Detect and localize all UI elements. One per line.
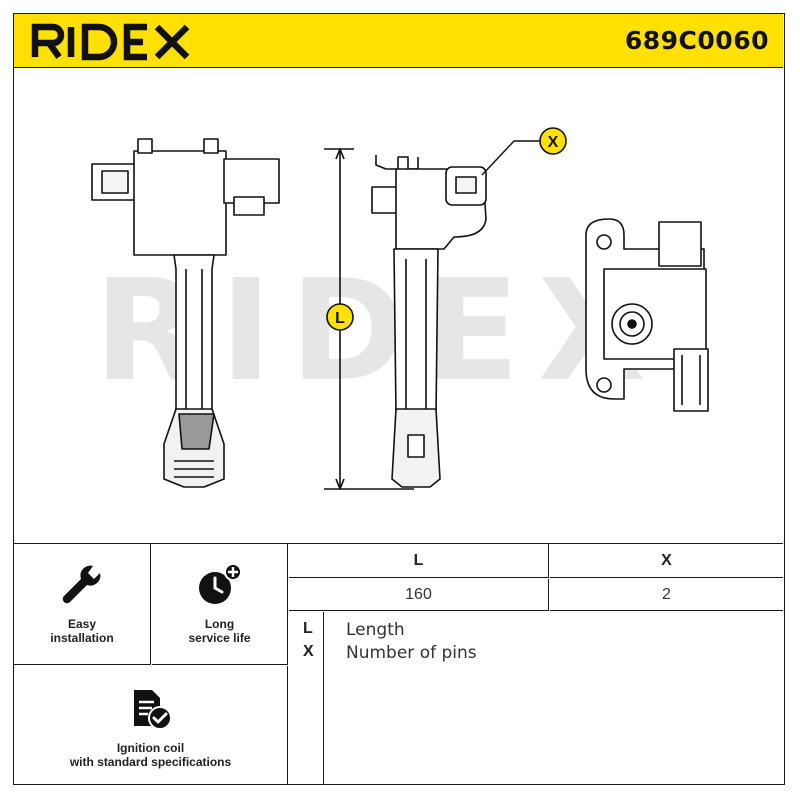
spec-header-L-text: L xyxy=(413,552,424,569)
coil-front-view xyxy=(91,138,280,488)
feature-label-line1: Easy xyxy=(67,617,97,631)
legend-text-pins: Number of pins xyxy=(346,643,477,663)
svg-text:X: X xyxy=(548,134,559,151)
spec-header-L: L xyxy=(289,544,549,578)
clock-plus-icon xyxy=(198,563,242,604)
feature-long-service-life: Long service life xyxy=(152,544,288,665)
info-grid: Easy installation Long service life Igni… xyxy=(14,543,783,785)
spec-value-X-text: 2 xyxy=(662,586,671,603)
legend: L Length X Number of pins xyxy=(289,612,783,785)
header-bar: 689C0060 xyxy=(14,14,783,68)
part-number: 689C0060 xyxy=(624,26,769,55)
legend-divider xyxy=(323,612,324,785)
product-sheet: 689C0060 RIDEX xyxy=(13,13,785,785)
spec-value-L: 160 xyxy=(289,579,549,611)
feature-label-line2: service life xyxy=(188,631,251,645)
spec-value-X: 2 xyxy=(550,579,783,611)
feature-label-line2: installation xyxy=(50,631,114,645)
legend-text-length: Length xyxy=(346,620,405,640)
legend-key-X: X xyxy=(303,643,314,660)
ridex-logo-mark xyxy=(31,23,190,61)
feature-standard-specifications: Ignition coil with standard specificatio… xyxy=(14,666,288,785)
spec-value-L-text: 160 xyxy=(405,586,432,603)
feature-label-line2: with standard specifications xyxy=(69,755,232,769)
wrench-icon xyxy=(62,565,101,604)
feature-label-line1: Ignition coil xyxy=(116,741,185,755)
coil-side-view xyxy=(371,155,487,488)
technical-drawing: RIDEX xyxy=(91,127,709,490)
spec-header-X-text: X xyxy=(661,552,672,569)
connector-callout-X: X xyxy=(481,127,567,176)
feature-easy-installation: Easy installation xyxy=(14,544,151,665)
legend-key-L: L xyxy=(303,620,313,637)
feature-label-line1: Long xyxy=(204,617,235,631)
ridex-logo xyxy=(29,21,199,66)
svg-text:L: L xyxy=(335,310,345,327)
document-check-icon xyxy=(133,690,172,730)
spec-header-X: X xyxy=(550,544,783,578)
dimension-label-L: L xyxy=(326,303,354,331)
coil-top-view xyxy=(585,218,709,412)
